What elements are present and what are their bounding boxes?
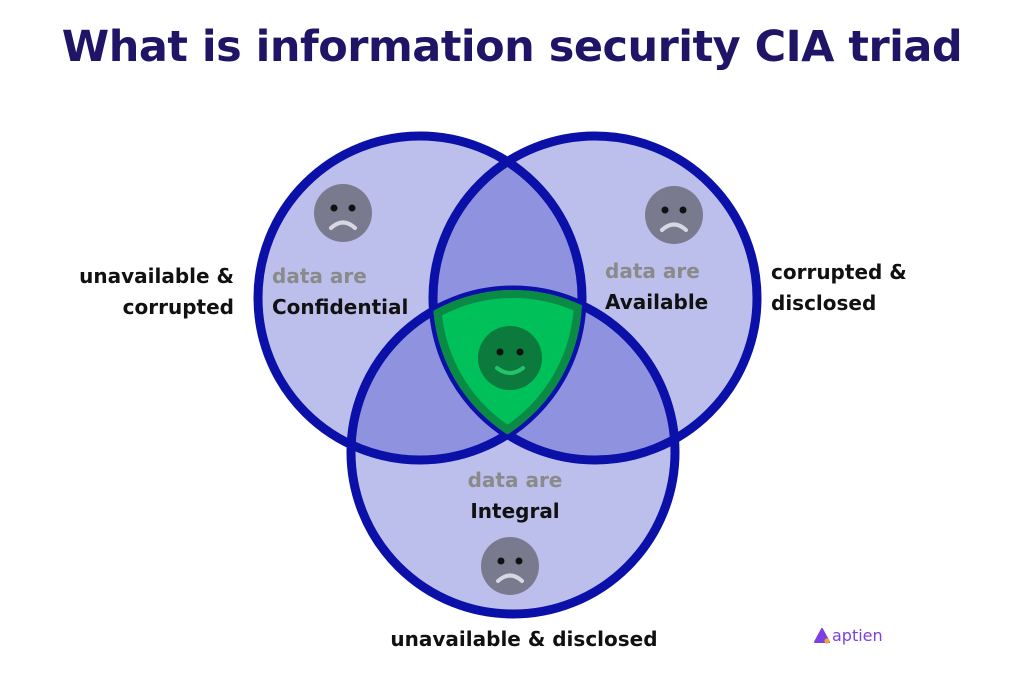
aptien-logo: aptien — [814, 626, 883, 645]
circle-confidential-outline — [253, 131, 587, 465]
outside-label-right-line1: corrupted & — [771, 260, 907, 284]
available-label: data are Available — [605, 256, 745, 318]
outside-label-left-line2: corrupted — [122, 295, 234, 319]
page-title: What is information security CIA triad — [61, 22, 963, 72]
outside-label-right: corrupted & disclosed — [771, 257, 907, 319]
happy-face-icon — [478, 326, 542, 390]
confidential-name: Confidential — [272, 295, 409, 319]
available-prefix: data are — [605, 259, 700, 283]
confidential-label: data are Confidential — [272, 261, 432, 323]
integral-prefix: data are — [467, 468, 563, 492]
outside-label-bottom: unavailable & disclosed — [390, 627, 658, 651]
outside-label-left-line1: unavailable & — [79, 264, 234, 288]
integral-label: data are Integral — [430, 465, 600, 527]
outside-label-left: unavailable & corrupted — [79, 261, 234, 323]
sad-face-icon — [481, 537, 539, 595]
sad-face-icon — [314, 184, 372, 242]
circle-available-outline — [428, 131, 762, 465]
integral-name: Integral — [470, 499, 560, 523]
outside-label-right-line2: disclosed — [771, 291, 877, 315]
available-name: Available — [605, 290, 709, 314]
aptien-logo-icon — [814, 627, 830, 644]
confidential-prefix: data are — [272, 264, 367, 288]
aptien-logo-text: aptien — [832, 626, 883, 645]
sad-face-icon — [645, 186, 703, 244]
